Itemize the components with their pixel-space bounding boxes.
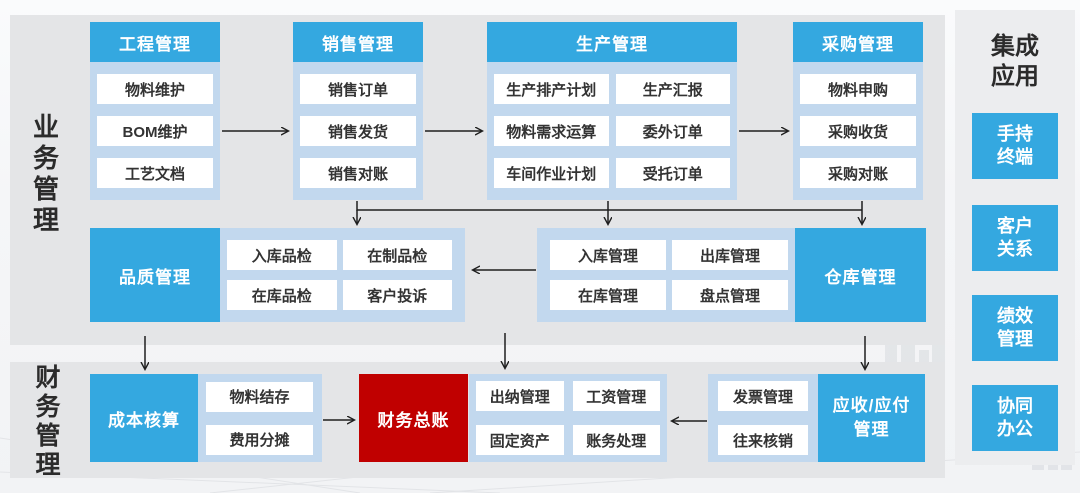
group-cashier-cells: 出纳管理 工资管理 固定资产 账务处理 [469, 374, 667, 462]
receivable-payable-box: 应收/应付 管理 [818, 374, 925, 462]
group-quality-cells: 入库品检 在制品检 在库品检 客户投诉 [220, 228, 465, 322]
general-ledger-box: 财务总账 [359, 374, 468, 462]
module-cell: 费用分摊 [206, 424, 313, 455]
group-engineering-header: 工程管理 [90, 22, 220, 62]
group-quality: 品质管理 入库品检 在制品检 在库品检 客户投诉 [90, 228, 465, 322]
module-cell: 往来核销 [718, 425, 808, 455]
group-engineering: 工程管理 物料维护 BOM维护 工艺文档 [90, 22, 220, 200]
business-section-label: 业务管理 [32, 112, 59, 235]
cost-accounting-box: 成本核算 [90, 374, 198, 462]
group-invoice-cells: 发票管理 往来核销 [708, 374, 818, 462]
module-cell: 物料维护 [97, 74, 213, 104]
integration-tile-collaboration: 协同 办公 [972, 385, 1058, 451]
module-cell: 销售对账 [300, 158, 416, 188]
module-cell: 客户投诉 [342, 280, 452, 310]
module-cell: 采购对账 [800, 158, 916, 188]
module-cell: 入库品检 [227, 240, 337, 270]
group-purchasing: 采购管理 物料申购 采购收货 采购对账 [793, 22, 923, 200]
group-production-header: 生产管理 [487, 22, 737, 62]
integration-tile-performance: 绩效 管理 [972, 295, 1058, 361]
module-cell: 盘点管理 [672, 280, 788, 310]
integration-tile-crm: 客户 关系 [972, 205, 1058, 271]
group-sales: 销售管理 销售订单 销售发货 销售对账 [293, 22, 423, 200]
group-cost-cells: 物料结存 费用分摊 [198, 374, 322, 462]
module-cell: 物料申购 [800, 74, 916, 104]
module-cell: 车间作业计划 [494, 158, 609, 188]
group-sales-cells: 销售订单 销售发货 销售对账 [293, 62, 423, 200]
module-cell: 账务处理 [572, 425, 660, 455]
module-cell: 销售订单 [300, 74, 416, 104]
module-cell: 发票管理 [718, 381, 808, 411]
module-cell: 物料结存 [206, 381, 313, 412]
module-cell: 销售发货 [300, 116, 416, 146]
module-cell: 工资管理 [572, 381, 660, 411]
warehouse-management-box: 仓库管理 [795, 228, 926, 322]
module-cell: 工艺文档 [97, 158, 213, 188]
group-sales-header: 销售管理 [293, 22, 423, 62]
group-engineering-cells: 物料维护 BOM维护 工艺文档 [90, 62, 220, 200]
module-cell: 在制品检 [342, 240, 452, 270]
module-cell: 在库品检 [227, 280, 337, 310]
module-cell: 受托订单 [615, 158, 730, 188]
group-cost: 成本核算 物料结存 费用分摊 [90, 374, 322, 462]
module-cell: 出库管理 [672, 240, 788, 270]
module-cell: 生产汇报 [615, 74, 730, 104]
quality-management-box: 品质管理 [90, 228, 220, 322]
group-warehouse-cells: 入库管理 出库管理 在库管理 盘点管理 [537, 228, 795, 322]
group-production-cells: 生产排产计划 生产汇报 物料需求运算 委外订单 车间作业计划 受托订单 [487, 62, 737, 200]
group-cashier: 出纳管理 工资管理 固定资产 账务处理 [469, 374, 667, 462]
module-cell: 入库管理 [550, 240, 666, 270]
finance-section-label: 财务管理 [35, 364, 61, 479]
module-cell: 委外订单 [615, 116, 730, 146]
group-production: 生产管理 生产排产计划 生产汇报 物料需求运算 委外订单 车间作业计划 受托订单 [487, 22, 737, 200]
module-cell: BOM维护 [97, 116, 213, 146]
group-purchasing-header: 采购管理 [793, 22, 923, 62]
module-cell: 物料需求运算 [494, 116, 609, 146]
module-cell: 在库管理 [550, 280, 666, 310]
group-purchasing-cells: 物料申购 采购收货 采购对账 [793, 62, 923, 200]
integration-tile-handheld: 手持 终端 [972, 113, 1058, 179]
group-receivable-payable: 发票管理 往来核销 应收/应付 管理 [708, 374, 925, 462]
integration-panel-title: 集成 应用 [991, 33, 1039, 90]
module-cell: 生产排产计划 [494, 74, 609, 104]
module-cell: 出纳管理 [476, 381, 564, 411]
module-cell: 采购收货 [800, 116, 916, 146]
module-cell: 固定资产 [476, 425, 564, 455]
group-warehouse: 入库管理 出库管理 在库管理 盘点管理 仓库管理 [537, 228, 926, 322]
